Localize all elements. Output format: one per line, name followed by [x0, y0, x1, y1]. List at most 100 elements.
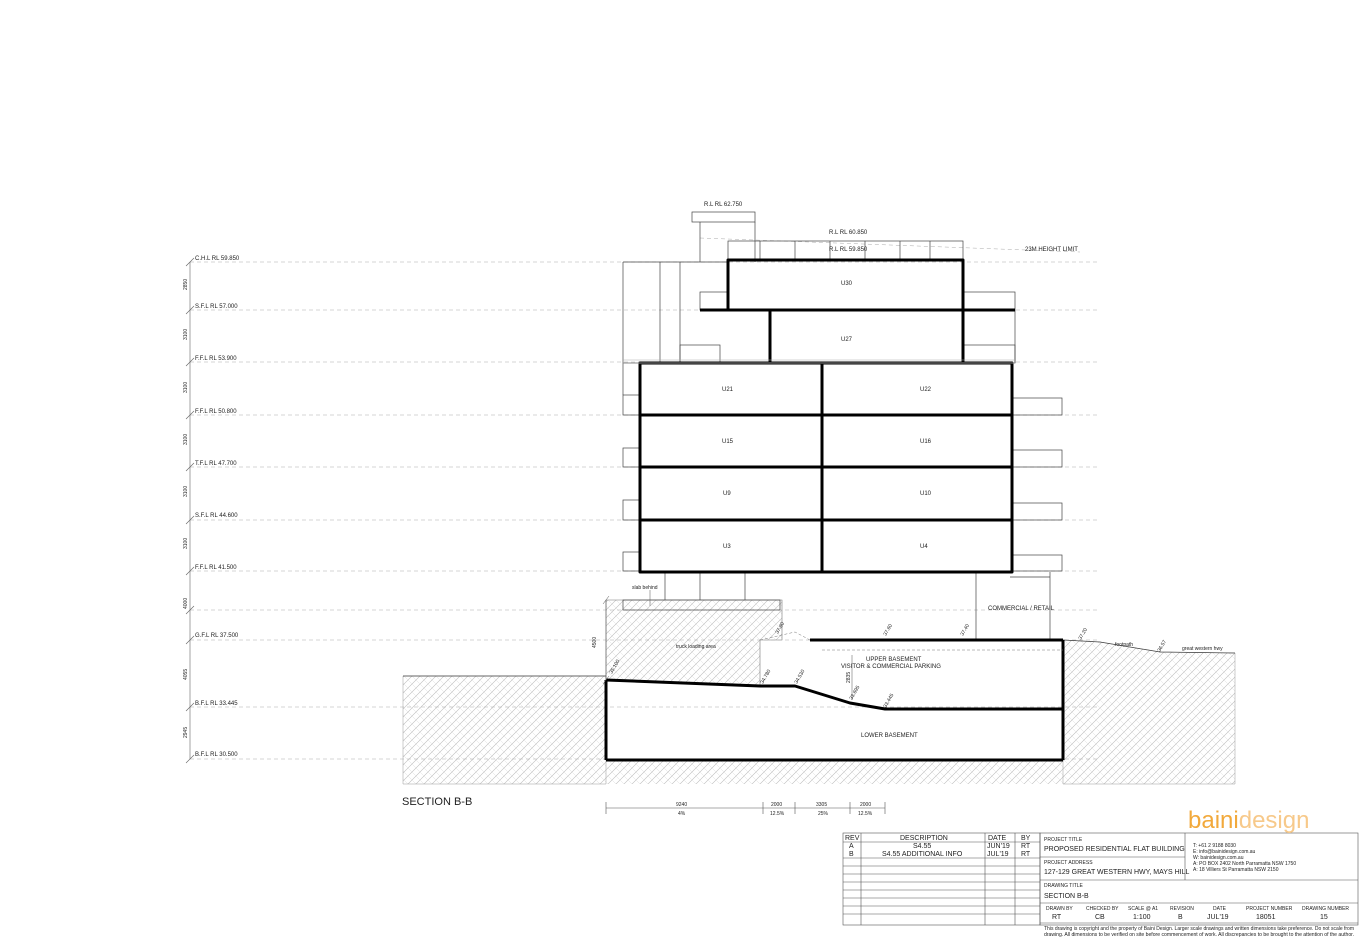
dim-4500: 4500 [592, 637, 598, 648]
highway-label: great western hwy [1182, 646, 1223, 652]
level-dim: 3100 [183, 434, 189, 445]
level-dim: 2850 [183, 279, 189, 290]
dim-2835: 2835 [846, 672, 852, 683]
unit-label: U4 [920, 544, 928, 550]
disclaimer: This drawing is copyright and the proper… [1044, 926, 1354, 932]
drawing-title: SECTION B-B [1044, 893, 1089, 900]
ramp-line [605, 678, 1063, 711]
field-value: 18051 [1256, 914, 1276, 921]
field-value: 15 [1320, 914, 1328, 921]
field-value: B [1178, 914, 1183, 921]
desc-cell: S4.55 [913, 843, 931, 850]
field-value: RT [1052, 914, 1062, 921]
rev-cell: B [849, 851, 854, 858]
desc-header: DESCRIPTION [900, 835, 948, 842]
unit-label: U22 [920, 387, 932, 393]
truck-area-label: truck loading area [676, 644, 716, 650]
upper-basement-label: UPPER BASEMENT [866, 657, 922, 663]
ramp-grade: 12.5% [770, 811, 785, 817]
unit-label: U10 [920, 491, 932, 497]
level-label: B.F.L RL 33.445 [195, 701, 238, 707]
spot-level: 33.445 [883, 693, 896, 709]
ground-hatch-right [1062, 639, 1236, 785]
lower-basement-label: LOWER BASEMENT [861, 733, 918, 739]
unit-label: U21 [722, 387, 734, 393]
rev-header: REV [845, 835, 860, 842]
level-label: S.F.L RL 44.600 [195, 513, 238, 519]
spot-level: 37.60 [883, 623, 895, 637]
unit-label: U3 [723, 544, 731, 550]
field-value: 1:100 [1133, 914, 1151, 921]
field-value: JUL'19 [1207, 914, 1229, 921]
ramp-length: 2000 [771, 802, 782, 808]
project-address: 127-129 GREAT WESTERN HWY, MAYS HILL [1044, 869, 1189, 876]
level-label: F.F.L RL 50.800 [195, 409, 237, 415]
spot-level: 37.40 [960, 623, 972, 637]
level-dim: 3100 [183, 329, 189, 340]
field-label: PROJECT NUMBER [1246, 906, 1293, 912]
level-label: F.F.L RL 53.900 [195, 356, 237, 362]
level-label: G.F.L RL 37.500 [195, 633, 239, 639]
level-label: C.H.L RL 59.850 [195, 256, 240, 262]
unit-label: U9 [723, 491, 731, 497]
spot-level: 36.57 [1157, 639, 1169, 653]
slab-label: slab behind [632, 585, 658, 591]
ramp-grade: 4% [678, 811, 686, 817]
level-label: B.F.L RL 30.500 [195, 752, 238, 758]
unit-label: U27 [841, 337, 853, 343]
date-header: DATE [988, 835, 1006, 842]
field-value: CB [1095, 914, 1105, 921]
desc-cell: S4.55 ADDITIONAL INFO [882, 851, 963, 858]
field-label: DRAWING NUMBER [1302, 906, 1349, 912]
parking-label: VISITOR & COMMERCIAL PARKING [841, 664, 941, 670]
rl-roof-label: R.L RL 59.850 [829, 247, 868, 253]
contact-line: E: info@bainidesign.com.au [1193, 849, 1256, 855]
roof-plant [691, 211, 756, 223]
drawing-title-label: DRAWING TITLE [1044, 883, 1084, 889]
by-cell: RT [1021, 851, 1031, 858]
title-block [842, 832, 1359, 926]
ground-hatch-left [402, 675, 607, 785]
ramp-grade: 12.5% [858, 811, 873, 817]
level-label: T.F.L RL 47.700 [195, 461, 237, 467]
level-dim: 3100 [183, 538, 189, 549]
level-dim: 3100 [183, 382, 189, 393]
footpath-label: footpath [1115, 642, 1133, 648]
company-logo: bainidesign [1188, 807, 1309, 834]
level-dim: 4055 [183, 669, 189, 680]
project-title-label: PROJECT TITLE [1044, 837, 1083, 843]
project-address-label: PROJECT ADDRESS [1044, 860, 1093, 866]
field-label: SCALE @ A1 [1128, 906, 1158, 912]
section-title: SECTION B-B [402, 796, 472, 808]
contact-line: W: bainidesign.com.au [1193, 855, 1244, 861]
spot-level: 33.695 [849, 685, 862, 701]
ground-hatch-under [606, 760, 1063, 784]
level-label: S.F.L RL 57.000 [195, 304, 238, 310]
rl-top-label: R.L RL 62.750 [704, 202, 743, 208]
date-cell: JUL'19 [987, 851, 1009, 858]
level-dim: 3100 [183, 486, 189, 497]
disclaimer: drawing. All dimensions to be verified o… [1044, 932, 1354, 938]
height-limit-label: 23M HEIGHT LIMIT [1025, 247, 1078, 253]
truck-loading-hatch [605, 599, 783, 686]
by-cell: RT [1021, 843, 1031, 850]
rl-mid-label: R.L RL 60.850 [829, 230, 868, 236]
ramp-length: 3305 [816, 802, 827, 808]
unit-label: U16 [920, 439, 932, 445]
field-label: CHECKED BY [1086, 906, 1119, 912]
field-label: REVISION [1170, 906, 1194, 912]
rev-cell: A [849, 843, 854, 850]
contact-line: T: +61 2 9188 8030 [1193, 843, 1236, 849]
height-limit-line [699, 237, 1081, 253]
level-label: F.F.L RL 41.500 [195, 565, 237, 571]
by-header: BY [1021, 835, 1031, 842]
spot-level: 34.780 [760, 669, 773, 685]
project-title: PROPOSED RESIDENTIAL FLAT BUILDING [1044, 846, 1185, 853]
unit-label: U15 [722, 439, 734, 445]
unit-label: U30 [841, 281, 853, 287]
ramp-length: 2000 [860, 802, 871, 808]
ramp-grade: 25% [818, 811, 829, 817]
field-label: DRAWN BY [1046, 906, 1073, 912]
ramp-length: 9240 [676, 802, 687, 808]
